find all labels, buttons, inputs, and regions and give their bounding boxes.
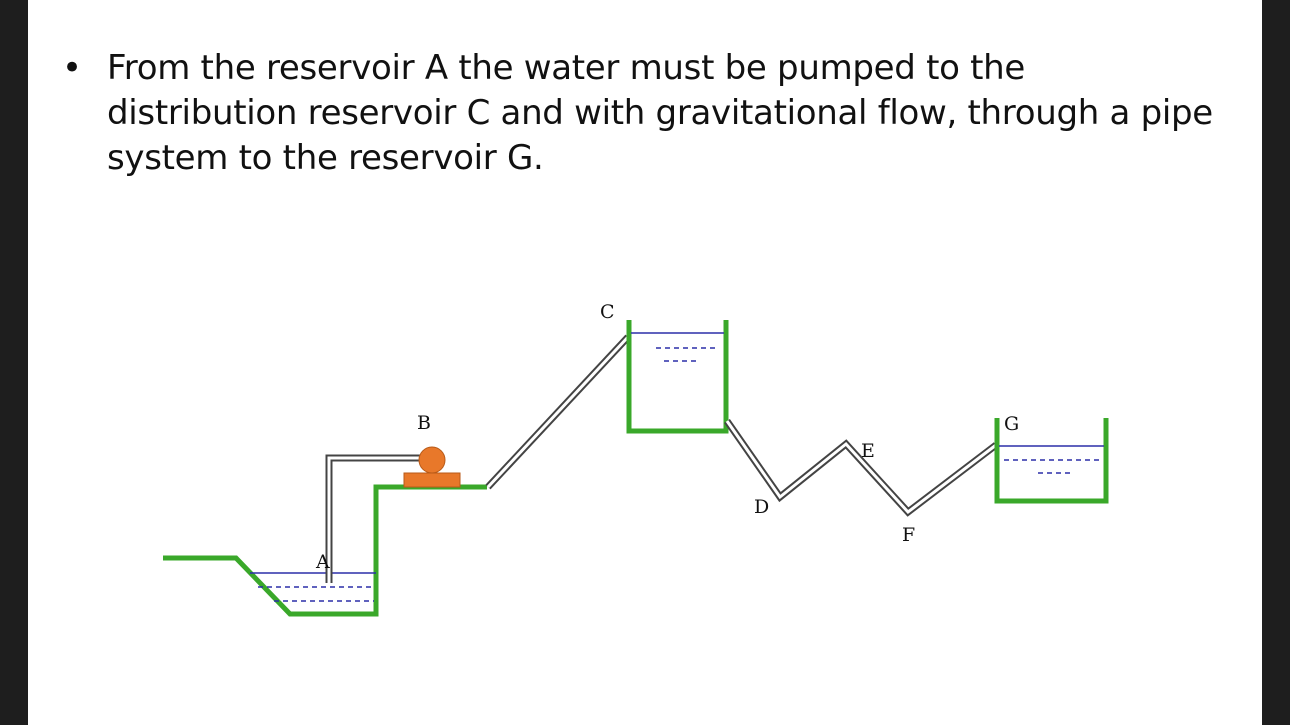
label-b: B — [417, 412, 431, 434]
reservoir-g-tank — [994, 418, 1109, 504]
pump-b-body — [418, 446, 446, 474]
label-f: F — [902, 524, 915, 546]
label-c: C — [600, 301, 615, 323]
label-g: G — [1004, 413, 1019, 435]
pipe-system-diagram: A B C D E F G — [163, 301, 1109, 617]
gravity-pipe-inner — [725, 420, 997, 515]
rising-pipe-inner — [486, 335, 630, 489]
slide: • From the reservoir A the water must be… — [28, 0, 1262, 725]
label-d: D — [754, 496, 769, 518]
reservoir-a-basin — [163, 484, 487, 617]
label-a: A — [315, 551, 330, 573]
bullet-text-line-3: system to the reservoir G. — [107, 138, 544, 178]
label-e: E — [861, 440, 875, 462]
bullet-symbol: • — [62, 48, 83, 88]
bullet-text-line-1: From the reservoir A the water must be p… — [107, 48, 1026, 88]
reservoir-c-tank — [626, 320, 729, 434]
bullet-text-line-2: distribution reservoir C and with gravit… — [107, 93, 1213, 133]
pump-b-base — [403, 472, 461, 488]
bullet-text: From the reservoir A the water must be p… — [107, 46, 1247, 181]
suction-pipe-inner — [327, 456, 428, 583]
